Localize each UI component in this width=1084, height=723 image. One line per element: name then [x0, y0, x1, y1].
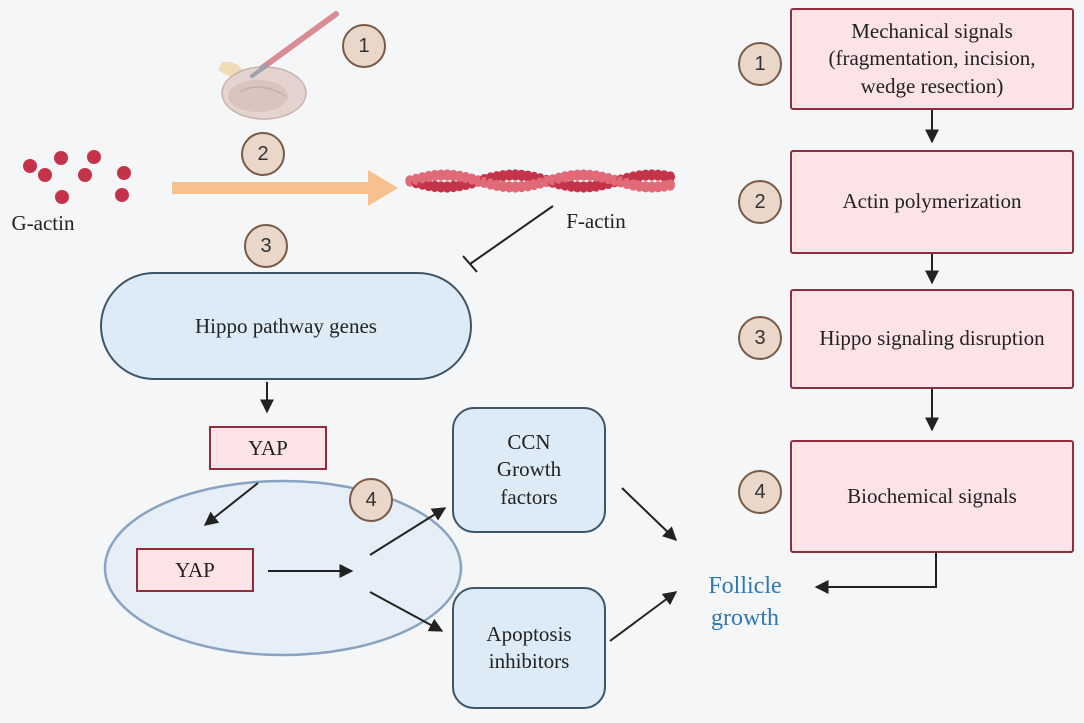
- inhibition-bar: [462, 255, 478, 273]
- arrow-yap-translocation: [203, 482, 259, 526]
- ccn-growth-factors-label: CCN Growth factors: [496, 430, 562, 509]
- step-box-2: Actin polymerization: [790, 150, 1074, 254]
- f-actin-subunit: [665, 179, 676, 191]
- apoptosis-inhibitors-label: Apoptosis inhibitors: [486, 621, 572, 673]
- f-actin-label: F-actin: [566, 209, 626, 233]
- step-badge-1: 1: [738, 42, 782, 86]
- hippo-pathway-genes-box: Hippo pathway genes: [100, 272, 472, 380]
- step-badge-4: 4: [738, 470, 782, 514]
- diagram-badge-4: 4: [349, 478, 393, 522]
- hippo-pathway-genes-label: Hippo pathway genes: [195, 313, 377, 338]
- arrow-apoptosis-follicle: [609, 591, 678, 642]
- step-box-4: Biochemical signals: [790, 440, 1074, 553]
- step-badge-2: 2: [738, 180, 782, 224]
- diagram-badge-2: 2: [241, 132, 285, 176]
- step-badge-3: 3: [738, 316, 782, 360]
- g-actin-label: G-actin: [11, 211, 75, 235]
- apoptosis-inhibitors-box: Apoptosis inhibitors: [452, 587, 606, 709]
- arrow-to-apoptosis: [369, 591, 444, 632]
- inhibition-line: [469, 205, 554, 265]
- arrow-to-ccn: [369, 507, 447, 556]
- arrow-step4-follicle: [814, 553, 937, 594]
- f-actin-subunit: [665, 171, 676, 183]
- diagram-badge-3: 3: [244, 224, 288, 268]
- step-box-3: Hippo signaling disruption: [790, 289, 1074, 389]
- g-actin-monomer-icon: [23, 150, 131, 204]
- ovary-tissue-icon: [218, 61, 307, 120]
- diagram-badge-1: 1: [342, 24, 386, 68]
- step-text-3: Hippo signaling disruption: [819, 326, 1045, 351]
- arrow-ccn-follicle: [621, 487, 678, 541]
- yap-nucleus-label: YAP: [175, 557, 215, 582]
- yap-cytoplasm-label: YAP: [248, 435, 288, 460]
- polymerization-arrowhead: [368, 170, 398, 206]
- step-text-2: Actin polymerization: [842, 189, 1022, 214]
- yap-cytoplasm-box: YAP: [209, 426, 327, 470]
- step-box-1: Mechanical signals (fragmentation, incis…: [790, 8, 1074, 110]
- follicle-growth-label: Follicle growth: [708, 573, 782, 632]
- nucleus: [103, 479, 463, 657]
- step-text-4: Biochemical signals: [847, 483, 1017, 508]
- f-actin-filament-icon: [405, 169, 676, 193]
- scalpel-icon: [250, 11, 339, 78]
- ccn-growth-factors-box: CCN Growth factors: [452, 407, 606, 533]
- yap-nucleus-box: YAP: [136, 548, 254, 592]
- step-text-1: Mechanical signals (fragmentation, incis…: [828, 19, 1036, 98]
